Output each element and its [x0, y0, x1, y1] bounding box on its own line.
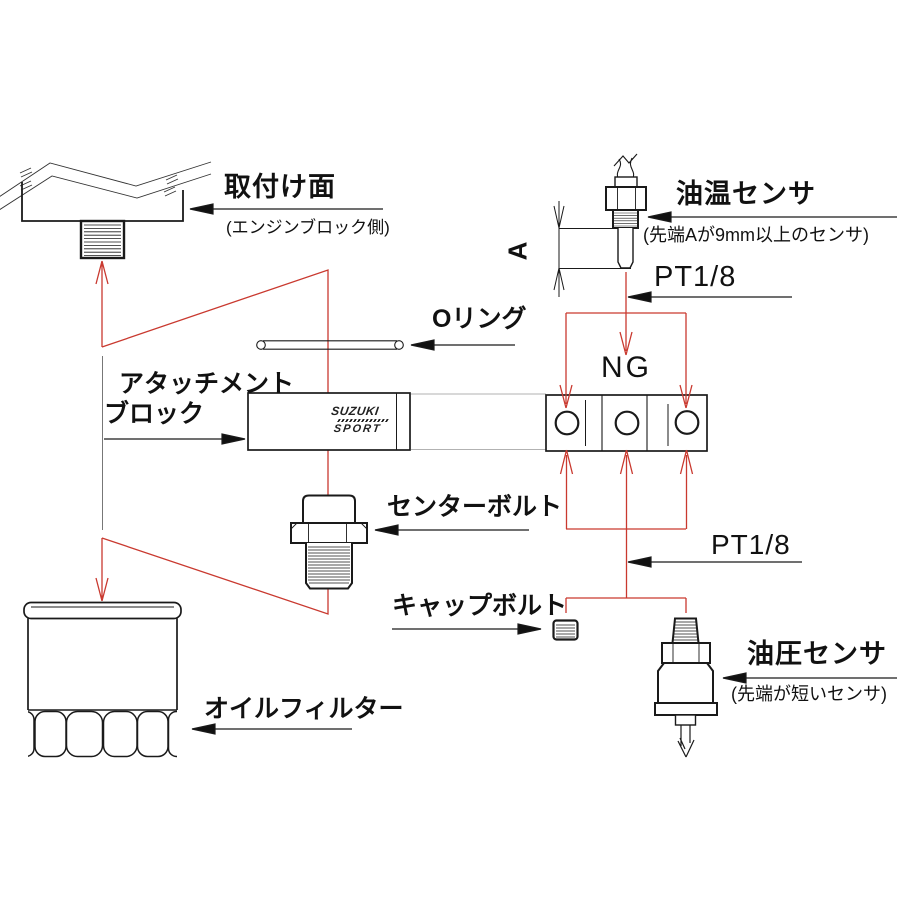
mounting-surface-note: (エンジンブロック側)	[226, 218, 390, 237]
leader-oil-pressure-sensor	[722, 672, 897, 684]
oil-filter-drawing	[23, 601, 182, 758]
leader-attachment-block	[104, 433, 246, 445]
logo-line-1: SUZUKI	[330, 404, 380, 418]
mounting-surface-label: 取付け面	[224, 172, 336, 202]
attachment-block-label-2: ブロック	[104, 400, 205, 428]
port-hole	[554, 410, 580, 436]
leader-pt18-bottom	[627, 556, 802, 568]
leader-pt18-top	[627, 291, 792, 303]
logo-line-2: SPORT	[332, 423, 383, 435]
center-bolt-label: センターボルト	[387, 493, 563, 521]
leader-lines	[104, 203, 897, 735]
projection-lines	[411, 393, 546, 450]
thread-boss	[79, 219, 126, 260]
leader-oil-filter	[191, 723, 352, 735]
oil-temp-sensor-note: (先端Aが9mm以上のセンサ)	[643, 225, 869, 245]
leader-cap-bolt	[392, 623, 542, 635]
port-hole	[674, 410, 700, 435]
dimension-a-label: A	[502, 241, 533, 261]
port-red-arrows	[559, 449, 694, 613]
ng-red-arrows	[559, 272, 693, 409]
ng-label: NG	[601, 351, 652, 384]
port-hole	[614, 410, 640, 436]
oil-pressure-sensor-drawing	[654, 617, 718, 758]
oil-filter-label: オイルフィルター	[204, 695, 404, 723]
logo-squiggle	[337, 419, 389, 422]
dimension-a	[553, 201, 631, 297]
leader-oil-temp-sensor	[647, 211, 897, 223]
oil-temp-sensor-label: 油温センサ	[676, 179, 816, 209]
oil-pressure-sensor-label: 油圧センサ	[747, 639, 887, 669]
o-ring-label: Oリング	[432, 305, 527, 333]
cap-bolt-label: キャップボルト	[392, 592, 568, 620]
leader-mounting-surface	[189, 203, 383, 215]
attachment-block-label-1: アタッチメント	[119, 370, 295, 398]
pt18-bottom-label: PT1/8	[711, 529, 791, 560]
oil-temp-sensor-drawing	[605, 153, 647, 269]
pt18-top-label: PT1/8	[654, 261, 737, 293]
suzuki-sport-logo: SUZUKI SPORT	[328, 404, 398, 435]
leader-center-bolt	[374, 524, 529, 536]
engine-block-drawing	[0, 161, 212, 222]
attachment-block-ports	[545, 394, 708, 452]
o-ring-drawing	[256, 340, 404, 350]
center-bolt-drawing	[290, 494, 368, 590]
cap-bolt-drawing	[552, 619, 579, 641]
leader-o-ring	[410, 339, 515, 351]
oil-pressure-sensor-note: (先端が短いセンサ)	[731, 684, 887, 704]
